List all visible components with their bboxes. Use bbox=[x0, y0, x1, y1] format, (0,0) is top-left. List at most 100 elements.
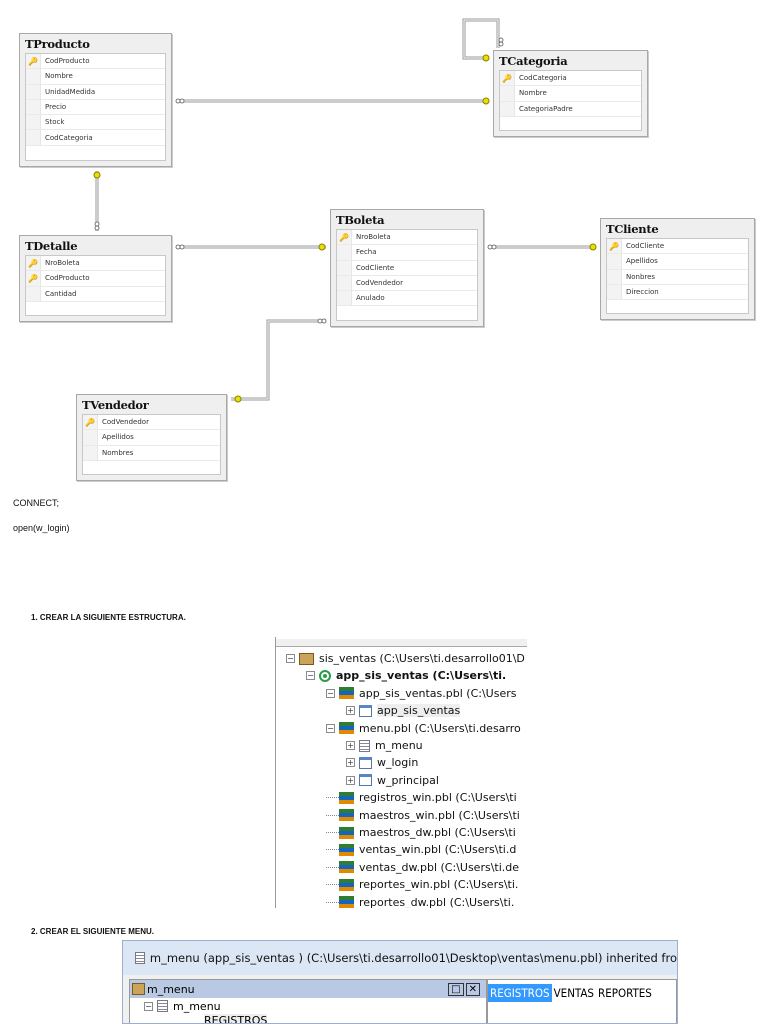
tree-item-label: menu.pbl (C:\Users\ti.desarro bbox=[359, 721, 521, 735]
expand-icon[interactable]: + bbox=[346, 758, 355, 768]
column-name: Nombre bbox=[519, 89, 547, 98]
tree-item-label: reportes_dw.pbl (C:\Users\ti. bbox=[359, 895, 515, 908]
column-row[interactable]: 🔑CodProducto bbox=[26, 54, 165, 70]
key-end-icon bbox=[589, 243, 597, 251]
column-row[interactable]: Apellidos bbox=[607, 254, 748, 270]
column-name: Nonbres bbox=[626, 272, 656, 281]
column-row[interactable]: Stock bbox=[26, 115, 165, 131]
column-name: NroBoleta bbox=[356, 233, 391, 242]
column-row[interactable]: 🔑CodCategoria bbox=[500, 71, 641, 87]
tree-item-label: maestros_win.pbl (C:\Users\ti bbox=[359, 808, 520, 822]
tree-item[interactable]: reportes_win.pbl (C:\Users\ti. bbox=[326, 876, 518, 893]
collapse-icon[interactable]: − bbox=[326, 688, 335, 698]
maximize-button[interactable]: □ bbox=[448, 982, 464, 996]
expand-icon[interactable]: + bbox=[346, 741, 355, 750]
column-row[interactable]: UnidadMedida bbox=[26, 84, 165, 100]
close-button[interactable]: ✕ bbox=[465, 982, 480, 996]
menu-tree-item-registros[interactable]: REGISTROS bbox=[130, 1014, 486, 1023]
workspace-icon bbox=[299, 652, 314, 665]
collapse-icon[interactable]: − bbox=[286, 654, 295, 663]
menu-painter-screenshot: m_menu (app_sis_ventas ) (C:\Users\ti.de… bbox=[122, 940, 678, 1024]
column-row[interactable]: 🔑NroBoleta bbox=[337, 230, 477, 246]
column-row[interactable]: Nonbres bbox=[607, 269, 748, 285]
library-icon bbox=[339, 687, 354, 700]
relationship-lines bbox=[93, 18, 597, 403]
primary-key-icon: 🔑 bbox=[26, 271, 41, 286]
tree-item-label: maestros_dw.pbl (C:\Users\ti bbox=[359, 826, 516, 839]
tree-item[interactable]: −app_sis_ventas.pbl (C:\Users bbox=[326, 685, 516, 702]
tree-item[interactable]: maestros_win.pbl (C:\Users\ti bbox=[326, 807, 520, 824]
column-row[interactable]: 🔑CodVendedor bbox=[83, 415, 220, 431]
column-name: Direccion bbox=[626, 288, 659, 297]
column-name: CodCategoria bbox=[45, 133, 93, 142]
column-row[interactable]: CodVendedor bbox=[337, 275, 477, 292]
application-icon bbox=[319, 669, 331, 682]
row-selector bbox=[500, 86, 515, 101]
tree-item[interactable]: +app_sis_ventas bbox=[346, 702, 461, 719]
row-selector bbox=[26, 69, 41, 84]
column-row[interactable]: 🔑CodProducto bbox=[26, 271, 165, 287]
key-end-icon bbox=[93, 171, 101, 179]
column-row[interactable]: CodCliente bbox=[337, 260, 477, 276]
menubar-item-ventas[interactable]: VENTAS bbox=[553, 986, 594, 1000]
menubar-item-registros[interactable]: REGISTROS bbox=[488, 984, 552, 1002]
infinity-end-icon bbox=[94, 225, 100, 231]
column-name: Cantidad bbox=[45, 289, 77, 298]
tree-item[interactable]: − menu.pbl (C:\Users\ti.desarro bbox=[326, 720, 521, 737]
column-row[interactable]: Nombre bbox=[26, 69, 165, 85]
column-row[interactable]: Nombre bbox=[500, 86, 641, 102]
row-selector bbox=[337, 260, 352, 275]
menu-tree-root[interactable]: − m_menu bbox=[130, 998, 486, 1014]
column-row[interactable]: Precio bbox=[26, 99, 165, 116]
column-row[interactable]: Apellidos bbox=[83, 430, 220, 446]
row-selector bbox=[26, 130, 41, 145]
tree-item[interactable]: +w_principal bbox=[346, 772, 439, 789]
tree-item-label: ventas_dw.pbl (C:\Users\ti.de bbox=[359, 860, 520, 874]
tree-item[interactable]: ventas_dw.pbl (C:\Users\ti.de bbox=[326, 859, 519, 876]
tree-item[interactable]: reportes_dw.pbl (C:\Users\ti. bbox=[326, 894, 514, 908]
tree-item[interactable]: maestros_dw.pbl (C:\Users\ti bbox=[326, 824, 516, 841]
row-selector bbox=[83, 445, 98, 460]
tree-item[interactable]: +w_login bbox=[346, 754, 418, 771]
column-name: UnidadMedida bbox=[45, 87, 96, 96]
column-name: Precio bbox=[45, 103, 67, 112]
column-row[interactable]: Cantidad bbox=[26, 286, 165, 302]
column-row[interactable]: CodCategoria bbox=[26, 130, 165, 146]
collapse-icon[interactable]: − bbox=[326, 723, 335, 733]
window-icon bbox=[359, 774, 372, 787]
expand-icon[interactable]: + bbox=[346, 775, 355, 785]
expand-icon[interactable]: + bbox=[346, 706, 355, 716]
collapse-icon[interactable]: − bbox=[144, 1001, 153, 1011]
column-row[interactable]: 🔑CodCliente bbox=[607, 239, 748, 255]
column-name: CodCategoria bbox=[519, 74, 567, 83]
column-row[interactable]: Direccion bbox=[607, 284, 748, 301]
tree-item[interactable]: ventas_win.pbl (C:\Users\ti.d bbox=[326, 841, 516, 858]
column-row[interactable]: Fecha bbox=[337, 245, 477, 261]
tree-item[interactable]: +m_menu bbox=[346, 737, 423, 754]
column-row[interactable]: Anulado bbox=[337, 291, 477, 307]
menubar-item-reportes[interactable]: REPORTES bbox=[598, 986, 652, 1000]
column-row[interactable]: Nombres bbox=[83, 445, 220, 461]
table-title: TDetalle bbox=[25, 239, 78, 253]
tree-item[interactable]: −app_sis_ventas (C:\Users\ti. bbox=[306, 667, 506, 684]
collapse-icon[interactable]: − bbox=[306, 671, 315, 681]
tree-item[interactable]: registros_win.pbl (C:\Users\ti bbox=[326, 789, 517, 806]
column-row[interactable]: 🔑NroBoleta bbox=[26, 256, 165, 272]
column-name: CategoriaPadre bbox=[519, 104, 573, 113]
column-row[interactable]: CategoriaPadre bbox=[500, 101, 641, 117]
system-tree-screenshot: −sis_ventas (C:\Users\ti.desarrollo01\D−… bbox=[275, 637, 527, 908]
rel-boleta-vendedor bbox=[231, 319, 326, 401]
code-line-connect: CONNECT; bbox=[13, 498, 60, 508]
tree-item[interactable]: −sis_ventas (C:\Users\ti.desarrollo01\D bbox=[286, 650, 525, 667]
